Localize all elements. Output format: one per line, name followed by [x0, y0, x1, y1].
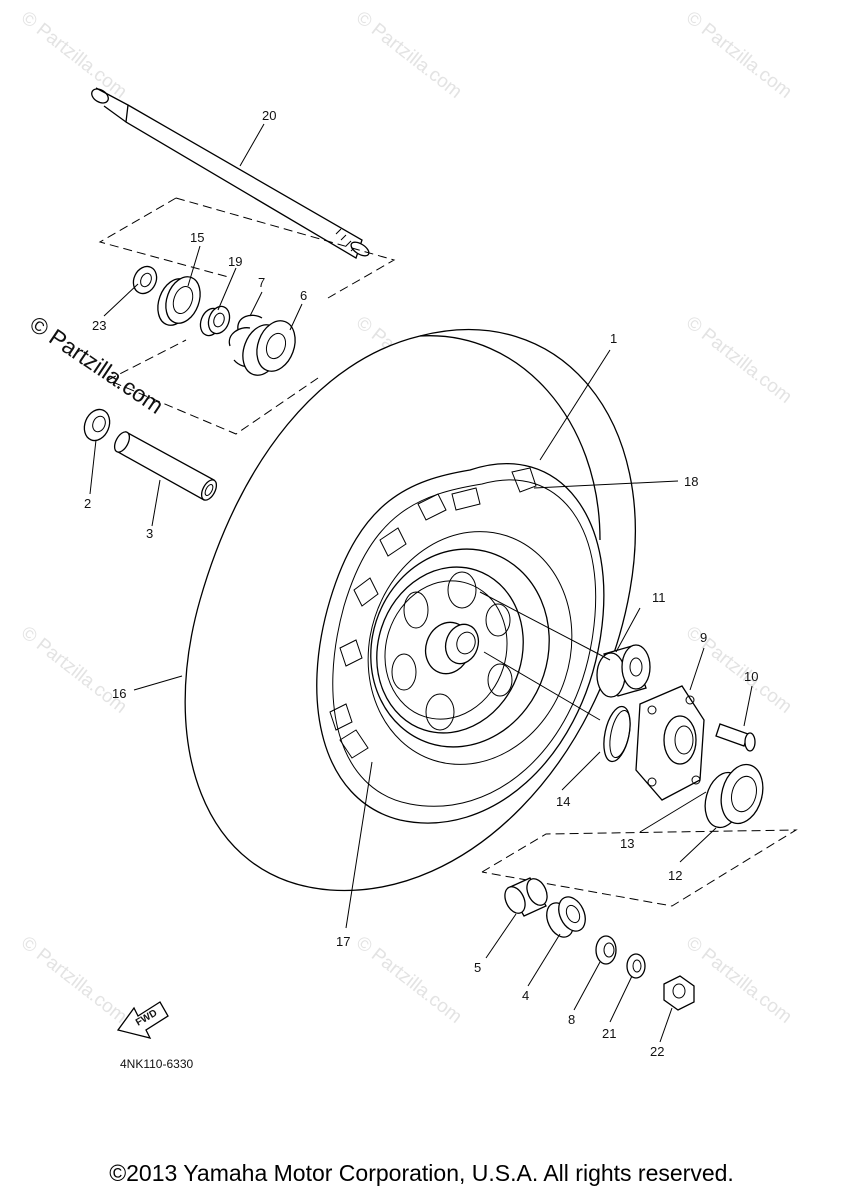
callout-5: 5: [474, 960, 481, 975]
spacer-3: [113, 431, 218, 501]
callout-3: 3: [146, 526, 153, 541]
washer-21: [626, 953, 646, 979]
callout-9: 9: [700, 630, 707, 645]
oil-seal-15: [157, 276, 201, 326]
collar-19: [199, 305, 231, 337]
watermark: © Partzilla.com: [352, 932, 466, 1027]
callout-18: 18: [684, 474, 698, 489]
callout-8: 8: [568, 1012, 575, 1027]
callouts: 1 2 3 4 5 6 7 8 9 10 11 12 13 14 15 16 1…: [84, 108, 758, 1059]
callout-1: 1: [610, 331, 617, 346]
callout-21: 21: [602, 1026, 616, 1041]
watermark: © Partzilla.com: [682, 622, 796, 717]
callout-12: 12: [668, 868, 682, 883]
callout-23: 23: [92, 318, 106, 333]
watermark: © Partzilla.com: [17, 622, 131, 717]
callout-14: 14: [556, 794, 570, 809]
callout-7: 7: [258, 275, 265, 290]
flange-9: [635, 685, 705, 801]
callout-16: 16: [112, 686, 126, 701]
callout-20: 20: [262, 108, 276, 123]
callout-6: 6: [300, 288, 307, 303]
seal-2: [83, 408, 111, 442]
callout-11: 11: [652, 590, 666, 605]
upper-group-bracket: [98, 197, 396, 299]
parts-diagram: © Partzilla.com © Partzilla.com © Partzi…: [17, 7, 798, 1071]
left-group-bracket: [106, 339, 319, 435]
callout-2: 2: [84, 496, 91, 511]
watermark: © Partzilla.com: [682, 7, 796, 102]
bearing-4: [546, 896, 586, 938]
nut-22: [663, 975, 695, 1011]
callout-10: 10: [744, 669, 758, 684]
o-ring-14: [603, 705, 631, 763]
callout-17: 17: [336, 934, 350, 949]
washer-23: [132, 265, 158, 295]
bearing-6: [242, 320, 296, 376]
watermark: © Partzilla.com: [17, 7, 131, 102]
seal-8: [595, 935, 617, 965]
watermark: © Partzilla.com: [682, 312, 796, 407]
collar-11: [596, 644, 651, 698]
bolt-10: [715, 723, 756, 752]
watermark: © Partzilla.com: [17, 932, 131, 1027]
axle: [91, 87, 370, 259]
callout-22: 22: [650, 1044, 664, 1059]
copyright-notice: ©2013 Yamaha Motor Corporation, U.S.A. A…: [109, 1160, 734, 1186]
watermark: © Partzilla.com: [352, 7, 466, 102]
wheel-tire: [184, 329, 636, 892]
seal-12-13: [704, 763, 764, 829]
watermark: © Partzilla.com: [682, 932, 796, 1027]
callout-13: 13: [620, 836, 634, 851]
callout-15: 15: [190, 230, 204, 245]
leader-lines: [89, 123, 753, 1043]
callout-4: 4: [522, 988, 529, 1003]
callout-19: 19: [228, 254, 242, 269]
diagram-code: 4NK110-6330: [120, 1057, 193, 1071]
lower-group-bracket: [481, 829, 798, 907]
collar-5: [504, 877, 548, 917]
